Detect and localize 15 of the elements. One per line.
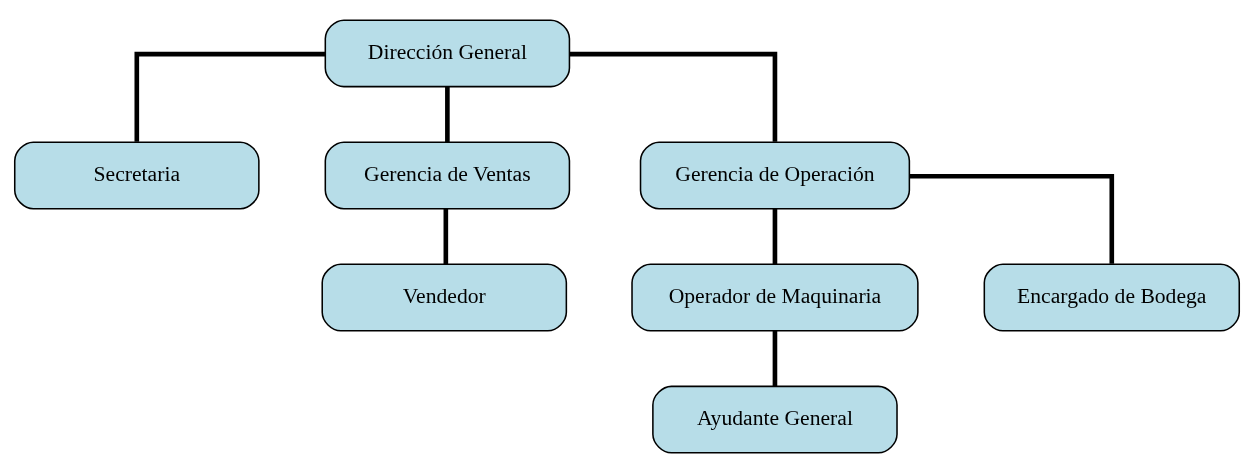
node-box: Gerencia de Ventas	[324, 140, 571, 209]
connector	[445, 86, 450, 142]
node-box: Secretaria	[13, 140, 260, 209]
connector	[569, 51, 778, 142]
connector	[134, 51, 326, 142]
connector	[772, 208, 778, 264]
node-box: Dirección General	[324, 18, 571, 87]
node-box: Gerencia de Operación	[639, 140, 911, 209]
node-box: Encargado de Bodega	[983, 263, 1241, 332]
connector	[443, 208, 449, 264]
connector	[909, 173, 1115, 264]
node-box: Ayudante General	[652, 385, 898, 454]
node-box: Operador de Maquinaria	[631, 263, 919, 332]
node-box: Vendedor	[321, 263, 568, 332]
connector	[772, 330, 778, 386]
